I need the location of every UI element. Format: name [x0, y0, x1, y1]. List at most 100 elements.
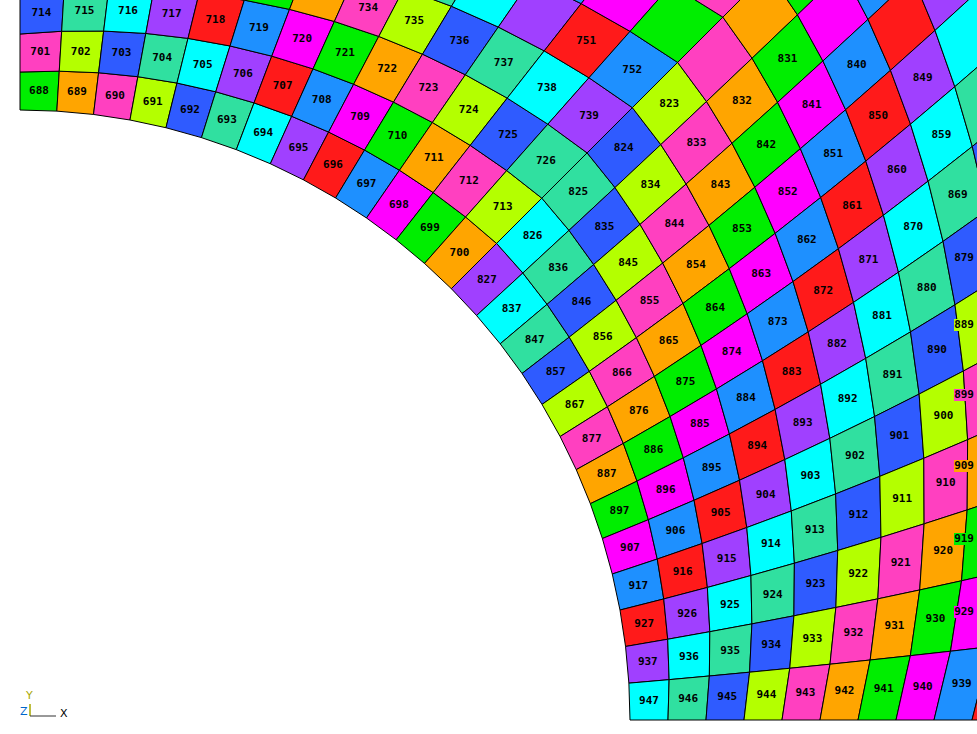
axis-label: Y	[26, 689, 33, 702]
element-number: 712	[459, 175, 479, 187]
element-number: 711	[424, 152, 444, 164]
element-number: 736	[449, 35, 469, 47]
element-number: 707	[273, 80, 293, 92]
element-number: 823	[659, 98, 679, 110]
mesh-element	[951, 571, 977, 651]
mesh-element	[972, 111, 977, 210]
element-number: 840	[847, 59, 867, 71]
element-number: 934	[761, 639, 781, 651]
element-number: 884	[736, 392, 756, 404]
element-number: 718	[205, 14, 225, 26]
mesh-element	[924, 440, 968, 524]
element-number: 739	[579, 110, 599, 122]
element-number: 921	[891, 557, 911, 569]
element-number: 847	[525, 334, 545, 346]
element-number: 722	[377, 63, 397, 75]
element-number: 702	[71, 46, 91, 58]
element-number: 854	[686, 259, 706, 271]
element-number: 942	[835, 685, 855, 697]
element-number: 860	[887, 164, 907, 176]
mesh-element	[620, 599, 668, 647]
mesh-element	[668, 676, 709, 720]
element-number: 923	[806, 578, 826, 590]
element-number: 866	[612, 367, 632, 379]
element-number: 720	[292, 33, 312, 45]
element-number: 902	[845, 450, 865, 462]
element-number: 925	[720, 599, 740, 611]
element-number: 914	[761, 538, 781, 550]
element-number: 738	[537, 82, 557, 94]
element-number: 704	[152, 52, 172, 64]
element-number: 891	[883, 369, 903, 381]
element-number: 915	[717, 553, 737, 565]
element-number: 853	[732, 223, 752, 235]
mesh-element	[706, 672, 750, 720]
element-number: 879	[954, 252, 974, 264]
mesh-element	[59, 31, 103, 73]
element-number: 935	[720, 645, 740, 657]
mesh-element	[629, 680, 669, 720]
element-number: 846	[572, 296, 592, 308]
y-axis-line	[29, 704, 31, 716]
element-number: 714	[31, 7, 51, 19]
x-axis-line	[30, 716, 56, 717]
element-number: 703	[112, 47, 132, 59]
element-number: 917	[628, 580, 648, 592]
mesh-element	[20, 0, 64, 34]
element-number: 851	[823, 148, 843, 160]
element-number: 842	[756, 139, 776, 151]
element-number: 941	[874, 683, 894, 695]
element-number: 881	[872, 310, 892, 322]
element-number: 904	[756, 489, 776, 501]
element-number: 841	[802, 99, 822, 111]
mesh-element	[626, 639, 670, 683]
mesh-element	[664, 587, 710, 639]
element-number: 723	[419, 82, 439, 94]
element-number: 716	[118, 5, 138, 17]
element-number: 877	[582, 433, 602, 445]
element-number: 701	[30, 46, 50, 58]
element-number: 752	[622, 64, 642, 76]
element-number: 910	[936, 477, 956, 489]
element-number: 724	[459, 104, 479, 116]
element-number: 826	[523, 230, 543, 242]
element-number: 692	[180, 104, 200, 116]
element-number: 833	[686, 137, 706, 149]
element-number: 912	[849, 509, 869, 521]
element-number: 827	[477, 274, 497, 286]
element-number: 882	[827, 338, 847, 350]
element-number: 892	[838, 393, 858, 405]
element-number: 834	[641, 179, 661, 191]
mesh-element	[955, 277, 977, 371]
element-number: 906	[665, 525, 685, 537]
mesh-element	[836, 537, 881, 607]
element-number: 849	[913, 72, 933, 84]
element-number: 852	[778, 186, 798, 198]
element-number: 697	[357, 178, 377, 190]
element-number: 932	[844, 627, 864, 639]
element-number: 717	[162, 8, 182, 20]
element-number: 706	[233, 68, 253, 80]
element-number: 943	[796, 687, 816, 699]
element-number: 875	[676, 376, 696, 388]
element-number: 856	[593, 331, 613, 343]
element-number: 901	[889, 430, 909, 442]
element-number: 871	[859, 254, 879, 266]
element-number: 880	[917, 282, 937, 294]
mesh-element	[57, 71, 99, 114]
element-number: 857	[546, 366, 566, 378]
element-number: 873	[768, 316, 788, 328]
mesh-element	[751, 563, 794, 624]
element-number: 836	[548, 262, 568, 274]
element-number: 940	[913, 681, 933, 693]
element-number: 859	[931, 129, 951, 141]
element-number: 913	[805, 524, 825, 536]
element-number: 835	[594, 221, 614, 233]
element-number: 919	[954, 533, 974, 545]
element-number: 691	[143, 96, 163, 108]
element-number: 890	[927, 344, 947, 356]
element-number: 896	[656, 484, 676, 496]
element-number: 922	[848, 568, 868, 580]
